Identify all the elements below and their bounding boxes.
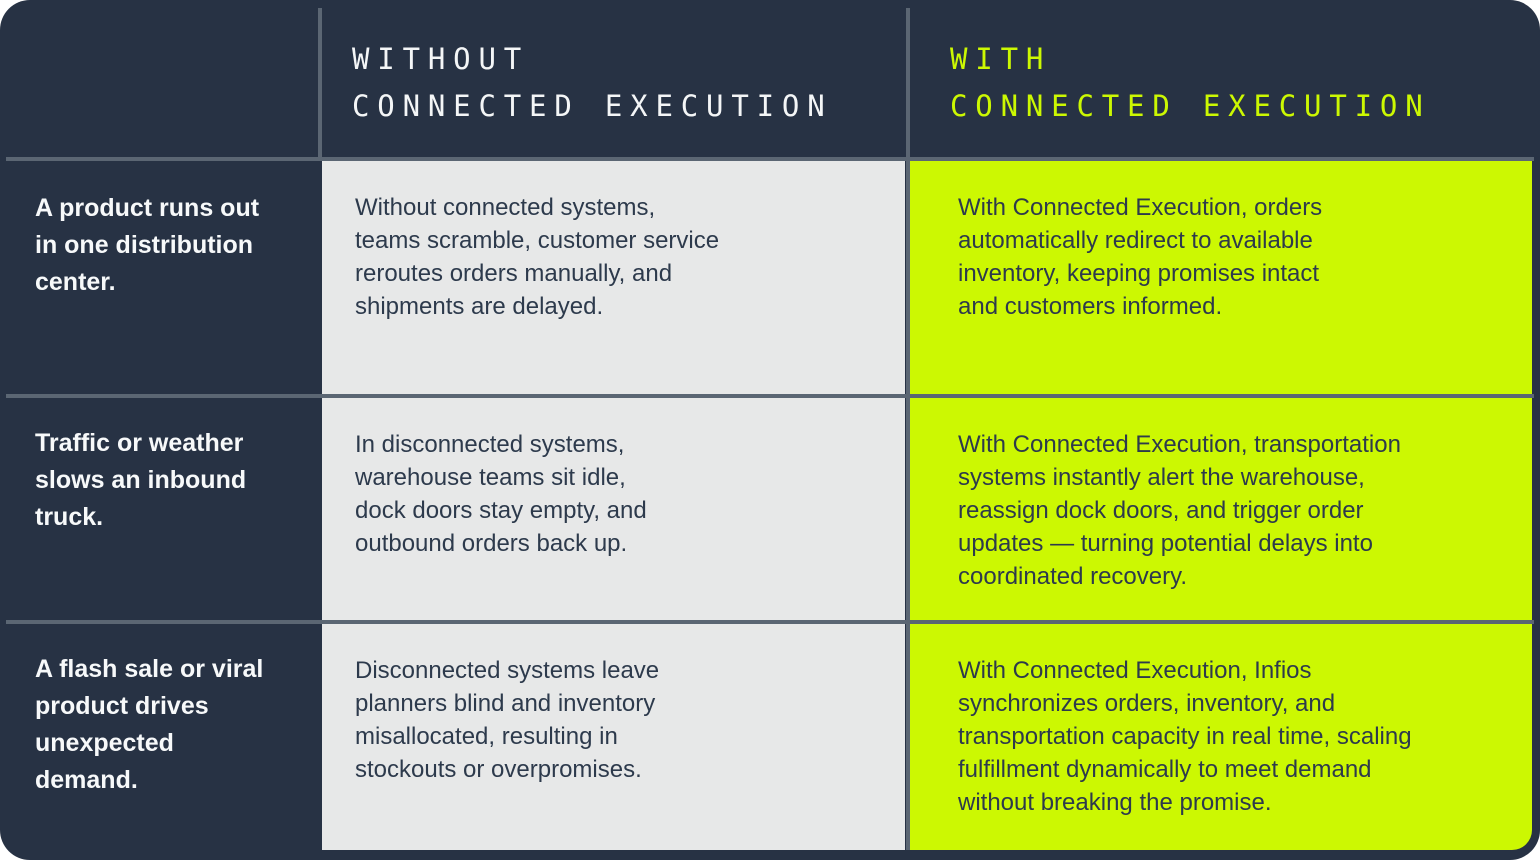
horizontal-divider-row-1-2 [6,394,1534,398]
with-cell-row-1: With Connected Execution, orders automat… [910,161,1532,394]
column-header-with-connected-execution: WITH CONNECTED EXECUTION [950,42,1431,123]
vertical-divider-1 [318,8,322,158]
scenario-label-product-runs-out: A product runs out in one distribution c… [35,194,260,296]
with-cell-row-2: With Connected Execution, transportation… [910,398,1532,620]
with-cell-row-3: With Connected Execution, Infios synchro… [910,624,1532,850]
horizontal-divider-row-2-3 [6,620,1534,624]
column-header-without-connected-execution: WITHOUT CONNECTED EXECUTION [352,42,833,123]
without-cell-row-3: Disconnected systems leave planners blin… [322,624,905,850]
vertical-divider-2 [906,8,910,850]
without-cell-row-2: In disconnected systems, warehouse teams… [322,398,905,620]
scenario-label-flash-sale: A flash sale or viral product drives une… [35,655,264,794]
horizontal-divider-header [6,157,1534,161]
without-cell-row-1: Without connected systems, teams scrambl… [322,161,905,394]
scenario-label-traffic-or-weather: Traffic or weather slows an inbound truc… [35,429,247,531]
